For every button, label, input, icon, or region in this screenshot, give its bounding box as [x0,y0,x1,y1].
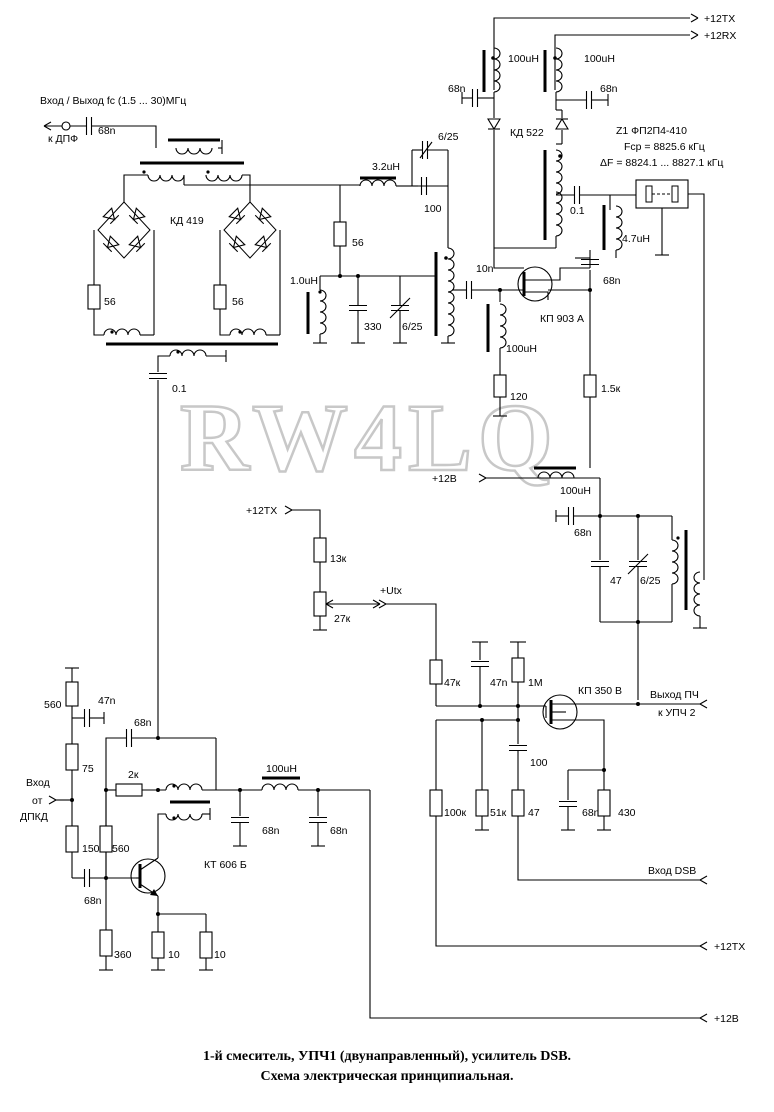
label-r56-mid: 56 [352,237,364,249]
label-kp903: КП 903 А [540,313,584,325]
mid-supply: +12В 100uH 68n 47 6/25 [432,466,708,700]
mixer-transformer-bottom: 0.1 [103,328,280,738]
label-r360: 360 [114,949,132,961]
label-out-pch: Выход ПЧ [650,689,699,701]
label-in-dsb: Вход DSB [648,865,696,877]
label-input-title: Вход / Выход fc (1.5 ... 30)МГц [40,95,186,107]
label-r10b: 10 [214,949,226,961]
label-r15k: 1.5к [601,383,621,395]
label-c47n-gate: 47n [490,677,508,689]
supply-rails-top: +12TX +12RX [493,13,736,90]
label-kd522: КД 522 [510,127,544,139]
label-putx: +Utx [380,585,403,597]
label-r100k: 100к [444,807,467,819]
label-c68-drain: 68n [603,275,621,287]
tx-choke: 100uH 68n КД 522 [448,47,544,250]
label-l100-tx: 100uH [508,53,539,65]
label-r27k: 27к [334,613,351,625]
fet-kp350: 47к 47n 1M КП 350 В Выход ПЧ к УПЧ 2 100… [429,641,745,953]
label-c47n-div: 47n [98,695,116,707]
input-port: Вход / Выход fc (1.5 ... 30)МГц 68n к ДП… [40,95,223,155]
input-matching: 6/25 100 3.2uH [359,131,459,344]
label-p12b-bottom: +12В [714,1013,739,1025]
label-c625-tank: 6/25 [640,575,661,587]
label-c68-src: 68n [582,807,600,819]
label-c68-tx: 68n [448,83,466,95]
label-df: ΔF = 8824.1 ... 8827.1 кГц [600,157,723,169]
label-c10n: 10n [476,263,494,275]
label-r150: 150 [82,843,100,855]
label-r47k: 47к [444,677,461,689]
fet-kp903: КП 903 А 68n 1.5к [493,250,621,468]
label-r51k: 51к [490,807,507,819]
label-c68-pi1: 68n [262,825,280,837]
mid-network: 56 1.0uH 330 6/25 [290,185,436,344]
label-c68-base: 68n [84,895,102,907]
label-l47: 4.7uH [622,233,650,245]
caption-line-2: Схема электрическая принципиальная. [261,1069,514,1084]
label-c01-mixer: 0.1 [172,383,187,395]
label-r430: 430 [618,807,636,819]
label-p12tx-bottom: +12TX [714,941,745,953]
watermark: RW4LQ [180,384,559,491]
diode-bridge-left: 56 [87,201,155,336]
label-kp350: КП 350 В [578,685,622,697]
label-c330: 330 [364,321,382,333]
label-c68-rx: 68n [600,83,618,95]
label-r1m: 1M [528,677,543,689]
label-p12tx-pot: +12TX [246,505,277,517]
label-c68-in: 68n [98,125,116,137]
rx-choke: 100uH 68n [543,47,618,144]
label-kt606: КТ 606 Б [204,859,247,871]
label-z1: Z1 ФП2П4-410 [616,125,687,137]
label-r560-top: 560 [44,699,62,711]
label-l100-out: 100uH [266,763,297,775]
label-c625-top: 6/25 [438,131,459,143]
label-p12b-mid: +12В [432,473,457,485]
label-c68-fb: 68n [134,717,152,729]
label-r2k: 2к [128,769,139,781]
label-l32: 3.2uH [372,161,400,173]
input-divider: 560 47n 75 Вход от ДПКД 150 68n [20,667,136,907]
fet-input-circuit: 10n 100uH 120 [452,263,537,417]
port-12rx: +12RX [704,30,736,42]
label-l100-rx: 100uH [584,53,615,65]
label-r120: 120 [510,391,528,403]
label-r56-right: 56 [232,296,244,308]
label-l10: 1.0uH [290,275,318,287]
label-c100-dsb: 100 [530,757,548,769]
mixer-transformer-top [123,161,360,202]
label-c47-tank: 47 [610,575,622,587]
label-r56-left: 56 [104,296,116,308]
label-c68-pi2: 68n [330,825,348,837]
label-to-upch2: к УПЧ 2 [658,707,696,719]
label-r560-bias: 560 [112,843,130,855]
label-r75: 75 [82,763,94,775]
label-in-from: от [32,795,43,807]
drain-transformer: 0.1 Z1 ФП2П4-410 Fср = 8825.6 кГц ΔF = 8… [494,125,723,580]
label-r13k: 13к [330,553,347,565]
bjt-kt606: 68n 2к 560 КТ 606 Б 10 [98,717,247,971]
kd419-label: КД 419 [170,215,204,227]
label-c100-top: 100 [424,203,442,215]
label-r10a: 10 [168,949,180,961]
label-in-dpkd: ДПКД [20,811,48,823]
label-c625-mid: 6/25 [402,321,423,333]
bias-pot: +12TX 13к 27к +Utx [246,505,437,660]
label-in-label: Вход [26,777,50,789]
output-pi-filter: 68n 100uH 68n +12В [230,763,739,1025]
port-12tx-top: +12TX [704,13,735,25]
label-r47-dsb: 47 [528,807,540,819]
label-l100-mid: 100uH [560,485,591,497]
caption-line-1: 1-й смеситель, УПЧ1 (двунаправленный), у… [203,1049,571,1064]
label-l100-src: 100uH [506,343,537,355]
label-fcp: Fср = 8825.6 кГц [624,141,705,153]
label-c68-mid: 68n [574,527,592,539]
diode-bridge-right: 56 [213,201,281,336]
label-to-dpf: к ДПФ [48,133,78,145]
label-c01-filter: 0.1 [570,205,585,217]
